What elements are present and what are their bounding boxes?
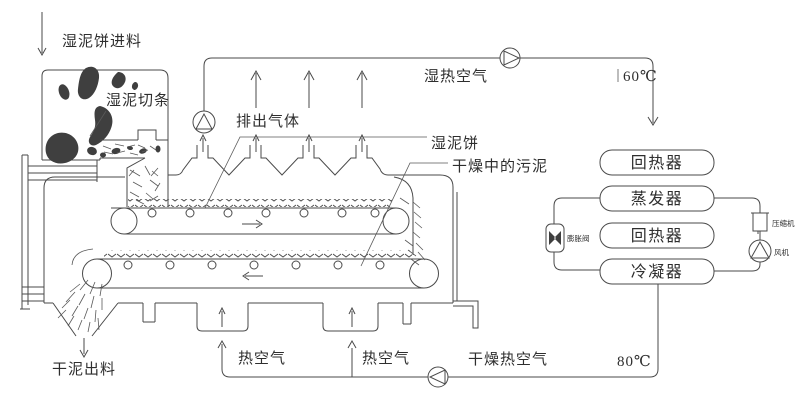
fan-icon bbox=[748, 239, 772, 263]
exhaust-gas-label: 排出气体 bbox=[236, 113, 300, 130]
expansion-valve-label: 膨胀阀 bbox=[567, 233, 590, 243]
sludge-blob bbox=[77, 66, 100, 100]
recuperator-label: 回热器 bbox=[631, 154, 684, 172]
dry-air-pipe: 热空气 热空气 干燥热空气 80℃ bbox=[217, 284, 659, 388]
wet-cake-callout: 湿泥饼 bbox=[204, 135, 479, 209]
machine-frame bbox=[20, 154, 44, 310]
compressor-label: 压缩机 bbox=[772, 218, 795, 228]
drop-chute bbox=[126, 132, 169, 207]
support-rollers bbox=[123, 260, 385, 270]
dry-mud-out-label: 干泥出料 bbox=[52, 361, 116, 378]
drying-sludge-label: 干燥中的污泥 bbox=[452, 158, 548, 175]
fan-label: 风机 bbox=[774, 247, 789, 257]
condenser-label: 冷凝器 bbox=[631, 263, 684, 281]
sludge-blob bbox=[88, 106, 113, 146]
compressor-icon bbox=[751, 212, 769, 234]
recuperator2-box bbox=[599, 222, 715, 249]
belt-direction-arrow bbox=[242, 219, 263, 229]
blower-icon bbox=[499, 47, 521, 69]
drying-sludge-callout: 干燥中的污泥 bbox=[360, 158, 548, 267]
upper-conveyor bbox=[110, 199, 410, 235]
temp-bottom-label: 80℃ bbox=[617, 354, 652, 370]
hot-air-2-label: 热空气 bbox=[362, 350, 410, 367]
exhaust-arrows: 排出气体 bbox=[236, 69, 368, 130]
sludge-blob bbox=[111, 72, 126, 89]
sludge-layer bbox=[104, 250, 412, 258]
recuperator-box bbox=[599, 149, 715, 176]
dry-hot-air-label: 干燥热空气 bbox=[468, 351, 548, 368]
lower-conveyor bbox=[71, 248, 439, 289]
sludge-layer bbox=[128, 199, 392, 207]
belt-roller bbox=[382, 207, 410, 235]
feed-hopper bbox=[27, 66, 169, 182]
humid-air-pipe: 湿热空气 60℃ bbox=[192, 47, 659, 134]
blower-icon bbox=[192, 110, 216, 134]
wet-cake-feed: 湿泥饼进料 bbox=[37, 12, 142, 57]
expansion-valve: 膨胀阀 bbox=[545, 197, 600, 271]
compressor-fan-branch: 压缩机 风机 bbox=[714, 197, 795, 272]
humid-hot-air-label: 湿热空气 bbox=[424, 68, 488, 85]
wet-cake-feed-label: 湿泥饼进料 bbox=[62, 33, 142, 50]
support-rollers bbox=[147, 208, 380, 218]
sludge-blob bbox=[45, 132, 79, 164]
expansion-valve-icon bbox=[545, 223, 565, 253]
cut-strips-label: 湿泥切条 bbox=[106, 92, 170, 109]
dryer-housing bbox=[43, 133, 479, 332]
sludge-blob bbox=[58, 84, 70, 100]
belt-direction-arrow bbox=[242, 271, 263, 281]
recuperator2-label: 回热器 bbox=[631, 227, 684, 245]
extrusion-channel bbox=[100, 129, 168, 159]
wet-cake-label: 湿泥饼 bbox=[431, 135, 479, 152]
evaporator-label: 蒸发器 bbox=[631, 190, 684, 208]
cut-strips-callout: 湿泥切条 bbox=[89, 92, 170, 137]
belt-roller bbox=[82, 258, 112, 289]
hot-air-1-label: 热空气 bbox=[238, 350, 286, 367]
temp-top-label: 60℃ bbox=[623, 69, 658, 85]
blower-icon bbox=[427, 366, 449, 388]
belt-roller bbox=[409, 258, 439, 289]
belt-roller bbox=[110, 207, 138, 235]
heat-pump-units: 回热器 蒸发器 回热器 冷凝器 bbox=[599, 149, 715, 285]
discharge-funnel: 干泥出料 bbox=[52, 279, 119, 378]
